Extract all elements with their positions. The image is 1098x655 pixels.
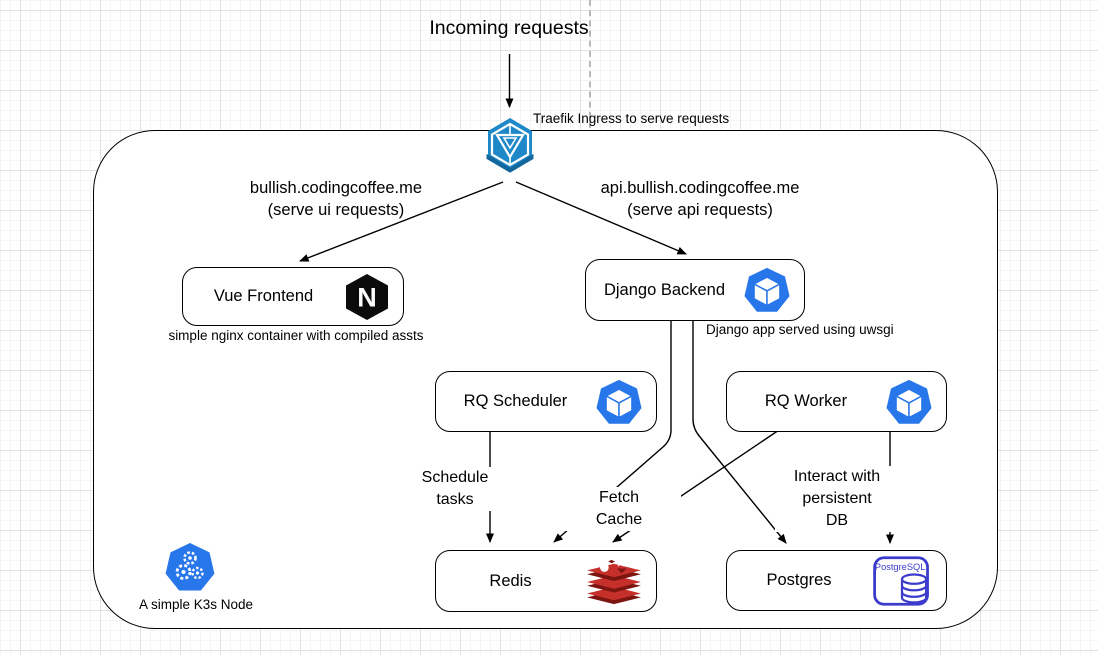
incoming-requests-label: Incoming requests: [429, 17, 589, 39]
schedule-tasks-edge-label: Schedule tasks: [393, 467, 517, 511]
redis-icon: [585, 556, 643, 606]
traefik-ingress-icon: [484, 117, 536, 178]
traefik-ingress-note: Traefik Ingress to serve requests: [533, 111, 730, 126]
api-domain: api.bullish.codingcoffee.me: [600, 179, 800, 197]
api-domain-sub: (serve api requests): [627, 201, 773, 219]
fetch-cache-line1: Fetch: [598, 489, 639, 506]
interact-db-line3: DB: [825, 512, 849, 529]
schedule-tasks-line2: tasks: [436, 491, 474, 508]
node-redis: Redis: [435, 550, 657, 612]
fetch-cache-edge-label: Fetch Cache: [557, 487, 681, 531]
node-postgres: Postgres PostgreSQL: [726, 550, 947, 611]
node-rq-scheduler: RQ Scheduler: [435, 371, 657, 432]
redis-label: Redis: [489, 571, 532, 590]
schedule-tasks-line1: Schedule: [421, 469, 489, 486]
interact-db-edge-label: Interact with persistent DB: [775, 466, 899, 532]
nginx-icon: N: [344, 273, 390, 321]
k8s-pod-icon: [885, 378, 933, 426]
django-backend-label: Django Backend: [603, 280, 726, 299]
node-django-backend: Django Backend: [585, 259, 805, 321]
node-vue-frontend: Vue Frontend N: [182, 267, 404, 326]
postgresql-icon-text: PostgreSQL: [875, 561, 925, 571]
django-backend-note: Django app served using uwsgi: [706, 322, 894, 337]
postgresql-icon: PostgreSQL: [871, 555, 933, 607]
interact-db-line1: Interact with: [793, 468, 881, 485]
ui-domain-sub: (serve ui requests): [267, 201, 405, 219]
k3s-node-label: A simple K3s Node: [138, 597, 254, 612]
ui-domain: bullish.codingcoffee.me: [249, 179, 423, 197]
vue-frontend-label: Vue Frontend: [213, 287, 314, 305]
vue-frontend-note: simple nginx container with compiled ass…: [168, 328, 424, 343]
k3s-node-icon: [164, 541, 216, 598]
nginx-letter: N: [357, 282, 377, 312]
k8s-pod-icon: [595, 378, 643, 426]
page-break-guide: [589, 0, 591, 128]
interact-db-line2: persistent: [802, 490, 872, 507]
node-rq-worker: RQ Worker: [726, 371, 947, 432]
api-route-label: api.bullish.codingcoffee.me (serve api r…: [600, 177, 800, 221]
rq-worker-label: RQ Worker: [764, 392, 848, 410]
k8s-pod-icon: [743, 266, 791, 314]
rq-scheduler-label: RQ Scheduler: [463, 392, 568, 410]
postgres-label: Postgres: [766, 571, 832, 589]
fetch-cache-line2: Cache: [595, 511, 643, 528]
ui-route-label: bullish.codingcoffee.me (serve ui reques…: [236, 177, 436, 221]
